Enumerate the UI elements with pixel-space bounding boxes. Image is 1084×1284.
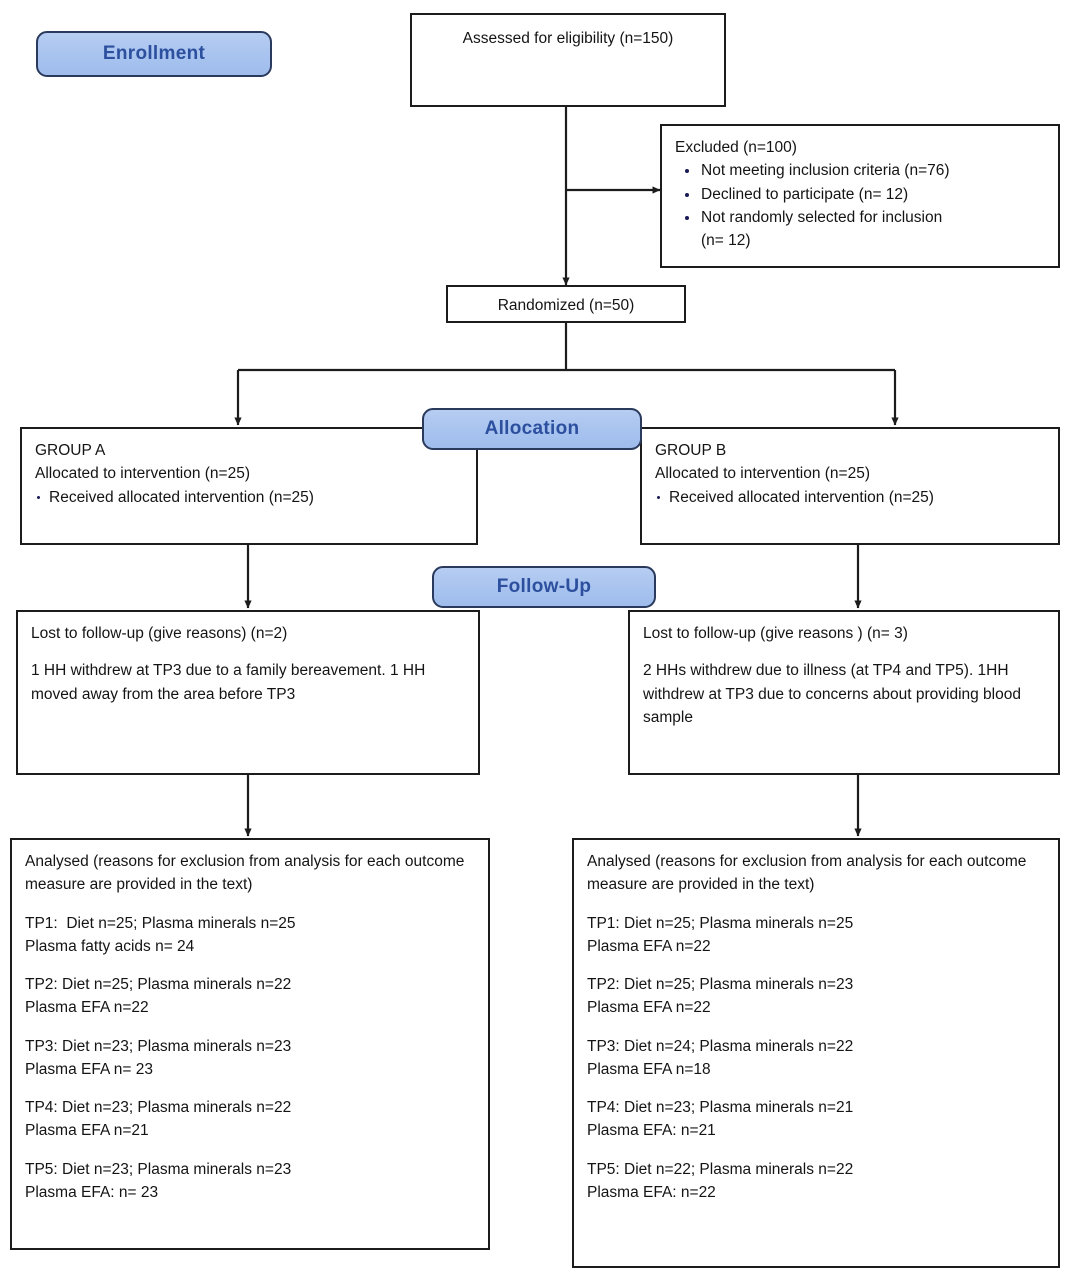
box-allocation-group-b: GROUP B Allocated to intervention (n=25)… (640, 427, 1060, 545)
analysed-b-tp1-line1: TP1: Diet n=25; Plasma minerals n=25 (587, 914, 854, 932)
box-analysed-group-b: Analysed (reasons for exclusion from ana… (572, 838, 1060, 1268)
followup-a-detail: 1 HH withdrew at TP3 due to a family ber… (31, 662, 430, 703)
analysed-b-tp3-line2: Plasma EFA n=18 (587, 1060, 711, 1078)
box-assessed-for-eligibility: Assessed for eligibility (n=150) (410, 13, 726, 107)
box-followup-group-a: Lost to follow-up (give reasons) (n=2) 1… (16, 610, 480, 775)
analysed-b-tp5: TP5: Diet n=22; Plasma minerals n=22 Pla… (587, 1158, 1045, 1205)
box-followup-group-b: Lost to follow-up (give reasons ) (n= 3)… (628, 610, 1060, 775)
analysed-a-tp1-line1: TP1: Diet n=25; Plasma minerals n=25 (25, 914, 296, 932)
list-item: Declined to participate (n= 12) (675, 183, 1045, 206)
analysed-a-tp1: TP1: Diet n=25; Plasma minerals n=25 Pla… (25, 912, 475, 959)
list-item: Not randomly selected for inclusion (675, 206, 1045, 229)
analysed-a-tp5-line2: Plasma EFA: n= 23 (25, 1183, 159, 1201)
analysed-b-tp2: TP2: Diet n=25; Plasma minerals n=23 Pla… (587, 973, 1045, 1020)
group-a-received-list: Received allocated intervention (n=25) (35, 486, 463, 509)
excluded-title: Excluded (n=100) (675, 139, 797, 156)
spacer (31, 645, 465, 659)
analysed-a-tp1-line2: Plasma fatty acids n= 24 (25, 937, 195, 955)
box-analysed-group-a: Analysed (reasons for exclusion from ana… (10, 838, 490, 1250)
analysed-a-tp2: TP2: Diet n=25; Plasma minerals n=22 Pla… (25, 973, 475, 1020)
analysed-b-heading: Analysed (reasons for exclusion from ana… (587, 853, 1031, 894)
analysed-a-tp2-line2: Plasma EFA n=22 (25, 999, 149, 1017)
stage-badge-enrollment: Enrollment (36, 31, 272, 77)
analysed-b-tp4-line1: TP4: Diet n=23; Plasma minerals n=21 (587, 1099, 854, 1116)
stage-badge-allocation: Allocation (422, 408, 642, 450)
analysed-a-tp4: TP4: Diet n=23; Plasma minerals n=22 Pla… (25, 1096, 475, 1143)
group-b-received-list: Received allocated intervention (n=25) (655, 486, 1045, 509)
box-excluded: Excluded (n=100) Not meeting inclusion c… (660, 124, 1060, 268)
group-a-label: GROUP A (35, 442, 106, 459)
excluded-reason-list: Not meeting inclusion criteria (n=76) De… (675, 159, 1045, 229)
stage-badge-enrollment-label: Enrollment (102, 43, 206, 64)
group-a-allocated: Allocated to intervention (n=25) (35, 465, 250, 483)
followup-b-detail: 2 HHs withdrew due to illness (at TP4 an… (643, 662, 1026, 726)
analysed-a-tp4-line2: Plasma EFA n=21 (25, 1122, 149, 1140)
stage-badge-allocation-label: Allocation (484, 418, 580, 439)
analysed-b-tp5-line1: TP5: Diet n=22; Plasma minerals n=22 (587, 1160, 854, 1178)
analysed-b-tp3: TP3: Diet n=24; Plasma minerals n=22 Pla… (587, 1035, 1045, 1082)
analysed-a-tp4-line1: TP4: Diet n=23; Plasma minerals n=22 (25, 1099, 292, 1116)
group-b-label: GROUP B (655, 442, 727, 459)
analysed-b-tp5-line2: Plasma EFA: n=22 (587, 1183, 716, 1201)
spacer (643, 645, 1045, 659)
analysed-a-tp3-line1: TP3: Diet n=23; Plasma minerals n=23 (25, 1037, 292, 1055)
analysed-b-tp1-line2: Plasma EFA n=22 (587, 937, 711, 955)
analysed-b-tp2-line1: TP2: Diet n=25; Plasma minerals n=23 (587, 976, 854, 993)
group-b-allocated: Allocated to intervention (n=25) (655, 465, 870, 483)
analysed-a-tp5: TP5: Diet n=23; Plasma minerals n=23 Pla… (25, 1158, 475, 1205)
followup-a-heading: Lost to follow-up (give reasons) (n=2) (31, 625, 288, 642)
analysed-a-tp3: TP3: Diet n=23; Plasma minerals n=23 Pla… (25, 1035, 475, 1082)
randomized-text: Randomized (n=50) (497, 297, 635, 314)
followup-b-heading: Lost to follow-up (give reasons ) (n= 3) (643, 625, 908, 642)
stage-badge-followup: Follow-Up (432, 566, 656, 608)
analysed-b-tp2-line2: Plasma EFA n=22 (587, 999, 711, 1017)
analysed-b-tp3-line1: TP3: Diet n=24; Plasma minerals n=22 (587, 1037, 854, 1055)
list-item: Not meeting inclusion criteria (n=76) (675, 159, 1045, 182)
box-allocation-group-a: GROUP A Allocated to intervention (n=25)… (20, 427, 478, 545)
analysed-a-tp3-line2: Plasma EFA n= 23 (25, 1060, 153, 1078)
assessed-text: Assessed for eligibility (n=150) (462, 30, 674, 47)
analysed-a-tp2-line1: TP2: Diet n=25; Plasma minerals n=22 (25, 976, 292, 993)
analysed-b-tp4-line2: Plasma EFA: n=21 (587, 1122, 716, 1140)
analysed-a-tp5-line1: TP5: Diet n=23; Plasma minerals n=23 (25, 1160, 292, 1178)
list-item: Received allocated intervention (n=25) (655, 486, 1045, 509)
analysed-a-heading: Analysed (reasons for exclusion from ana… (25, 853, 469, 894)
analysed-b-tp1: TP1: Diet n=25; Plasma minerals n=25 Pla… (587, 912, 1045, 959)
excluded-reason-continuation: (n= 12) (701, 232, 751, 249)
analysed-b-tp4: TP4: Diet n=23; Plasma minerals n=21 Pla… (587, 1096, 1045, 1143)
stage-badge-followup-label: Follow-Up (496, 576, 592, 597)
box-randomized: Randomized (n=50) (446, 285, 686, 323)
list-item: Received allocated intervention (n=25) (35, 486, 463, 509)
